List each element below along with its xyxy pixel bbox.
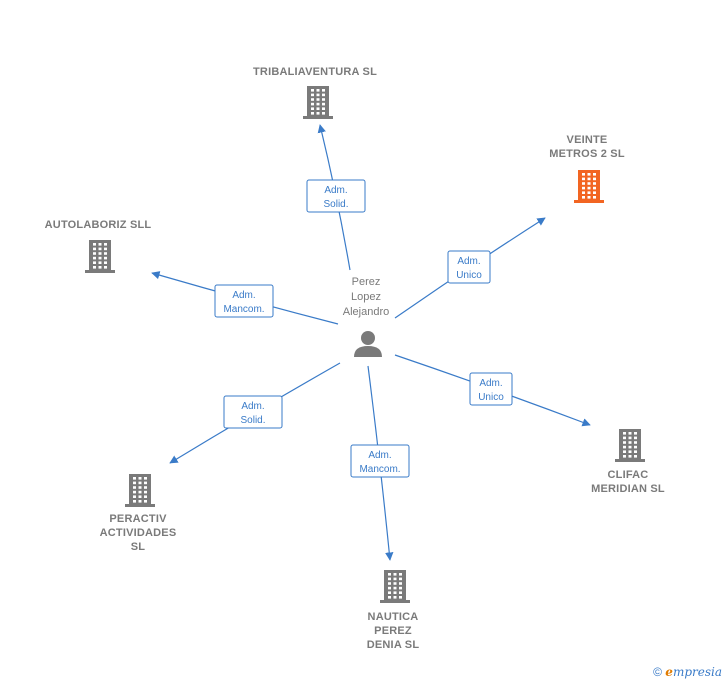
company-name[interactable]: AUTOLABORIZ SLL	[45, 219, 152, 231]
company-name[interactable]: PEREZ	[374, 625, 412, 637]
role-text: Mancom.	[359, 464, 400, 475]
building-icon[interactable]	[615, 429, 645, 462]
copyright-symbol: ©	[653, 665, 662, 679]
company-node-nautica[interactable]: NAUTICA PEREZ DENIA SL	[367, 570, 420, 651]
role-text: Adm.	[479, 378, 502, 389]
building-icon[interactable]	[125, 474, 155, 507]
building-icon[interactable]	[85, 240, 115, 273]
company-name[interactable]: VEINTE	[567, 134, 608, 146]
person-name[interactable]: Lopez	[351, 291, 381, 303]
company-name[interactable]: SL	[131, 541, 146, 553]
role-text: Unico	[478, 392, 504, 403]
role-text: Adm.	[368, 450, 391, 461]
building-icon[interactable]	[574, 170, 604, 203]
role-text: Mancom.	[223, 304, 264, 315]
nodes-layer: TRIBALIAVENTURA SL VEINTE METROS 2 SL AUTOL…	[45, 66, 665, 651]
role-text: Solid.	[323, 199, 348, 210]
role-text: Adm.	[324, 185, 347, 196]
edges-layer: Adm.Solid.Adm.UnicoAdm.Mancom.Adm.UnicoA…	[151, 124, 591, 561]
company-node-tribaliaventura[interactable]: TRIBALIAVENTURA SL	[253, 66, 377, 119]
company-name[interactable]: TRIBALIAVENTURA SL	[253, 66, 377, 78]
building-icon[interactable]	[303, 86, 333, 119]
company-name[interactable]: NAUTICA	[368, 611, 419, 623]
company-name[interactable]: ACTIVIDADES	[100, 527, 177, 539]
person-icon[interactable]	[354, 331, 382, 357]
company-name[interactable]: METROS 2 SL	[549, 148, 625, 160]
role-badge-tribaliaventura[interactable]: Adm. Solid.	[306, 179, 366, 213]
company-name[interactable]: DENIA SL	[367, 639, 420, 651]
company-node-clifac[interactable]: CLIFAC MERIDIAN SL	[591, 429, 665, 495]
company-node-autolaboriz[interactable]: AUTOLABORIZ SLL	[45, 219, 152, 273]
person-name[interactable]: Alejandro	[343, 306, 389, 318]
role-text: Adm.	[232, 290, 255, 301]
person-name[interactable]: Perez	[352, 276, 381, 288]
role-badge-nautica[interactable]: Adm. Mancom.	[350, 444, 410, 478]
role-text: Unico	[456, 270, 482, 281]
company-node-veinte-metros[interactable]: VEINTE METROS 2 SL	[549, 134, 625, 203]
building-icon[interactable]	[380, 570, 410, 603]
company-name[interactable]: CLIFAC	[608, 469, 649, 481]
role-text: Solid.	[240, 415, 265, 426]
role-badge-peractiv[interactable]: Adm. Solid.	[223, 395, 283, 429]
role-text: Adm.	[457, 256, 480, 267]
role-badge-veinte-metros[interactable]: Adm. Unico	[447, 250, 491, 284]
company-node-peractiv[interactable]: PERACTIV ACTIVIDADES SL	[100, 474, 177, 553]
company-name[interactable]: MERIDIAN SL	[591, 483, 665, 495]
role-badge-autolaboriz[interactable]: Adm. Mancom.	[214, 284, 274, 318]
brand-logo[interactable]: empresia	[665, 665, 722, 679]
company-name[interactable]: PERACTIV	[109, 513, 167, 525]
role-text: Adm.	[241, 401, 264, 412]
role-badge-clifac[interactable]: Adm. Unico	[469, 372, 513, 406]
copyright-footer: © empresia	[653, 665, 722, 679]
